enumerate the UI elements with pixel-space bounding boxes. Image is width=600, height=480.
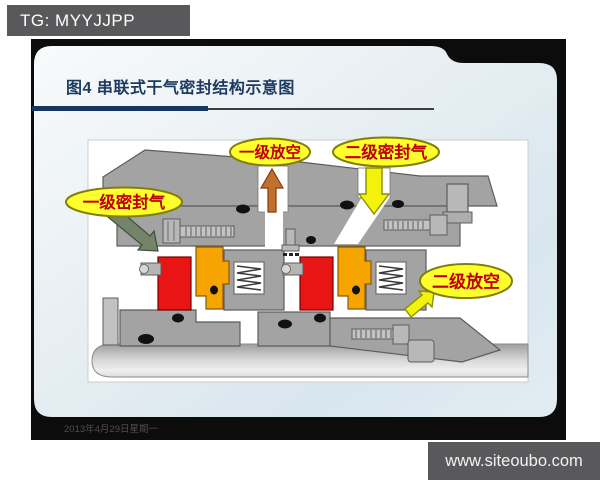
o-ring [278,319,292,329]
seal-cartridge-left [139,246,285,323]
center-pin [281,228,300,256]
label-primary-seal-gas: 一级密封气 [65,186,183,218]
o-ring [340,200,354,210]
label-primary-seal-gas-text: 一级密封气 [83,192,166,212]
bolt-top-left [162,218,235,244]
footer-website: www.siteoubo.com [428,442,600,480]
seal-diagram: 一级密封气 一级放空 二级密封气 二级放空 [65,136,529,383]
slide-date: 2013年4月29日星期一 [64,424,158,435]
bolt-bottom-right [351,324,435,363]
o-ring [138,334,154,344]
footer-website-text: www.siteoubo.com [445,452,583,470]
watermark-tag: TG: MYYJJPP [7,5,190,36]
label-secondary-vent: 二级放空 [419,263,513,299]
o-ring [306,236,316,244]
rotating-seal-ring [157,256,192,311]
primary-vent-arrow-icon [259,167,285,213]
primary-vent-channel-lower [265,210,283,250]
secondary-gas-arrow-icon [357,167,391,216]
slide-title: 图4 串联式干气密封结构示意图 [66,80,295,97]
set-screw-head [139,264,149,274]
o-ring [210,285,218,295]
title-underline-thick [32,106,208,111]
secondary-vent-arrow-icon [404,290,435,319]
o-ring [392,200,404,208]
watermark-tag-text: TG: MYYJJPP [20,11,136,30]
left-flange-post [102,297,119,346]
label-primary-vent: 一级放空 [229,137,311,167]
gland-block [446,183,469,213]
o-ring [236,204,250,214]
bolt-top-right [383,214,448,236]
label-secondary-vent-text: 二级放空 [432,272,500,292]
label-secondary-seal-gas: 二级密封气 [332,136,440,168]
title-underline-thin [208,108,434,110]
spring [236,265,262,291]
label-primary-vent-text: 一级放空 [239,143,301,162]
stationary-seal-ring [195,246,230,310]
label-secondary-seal-gas-text: 二级密封气 [345,142,428,162]
o-ring [172,313,184,323]
